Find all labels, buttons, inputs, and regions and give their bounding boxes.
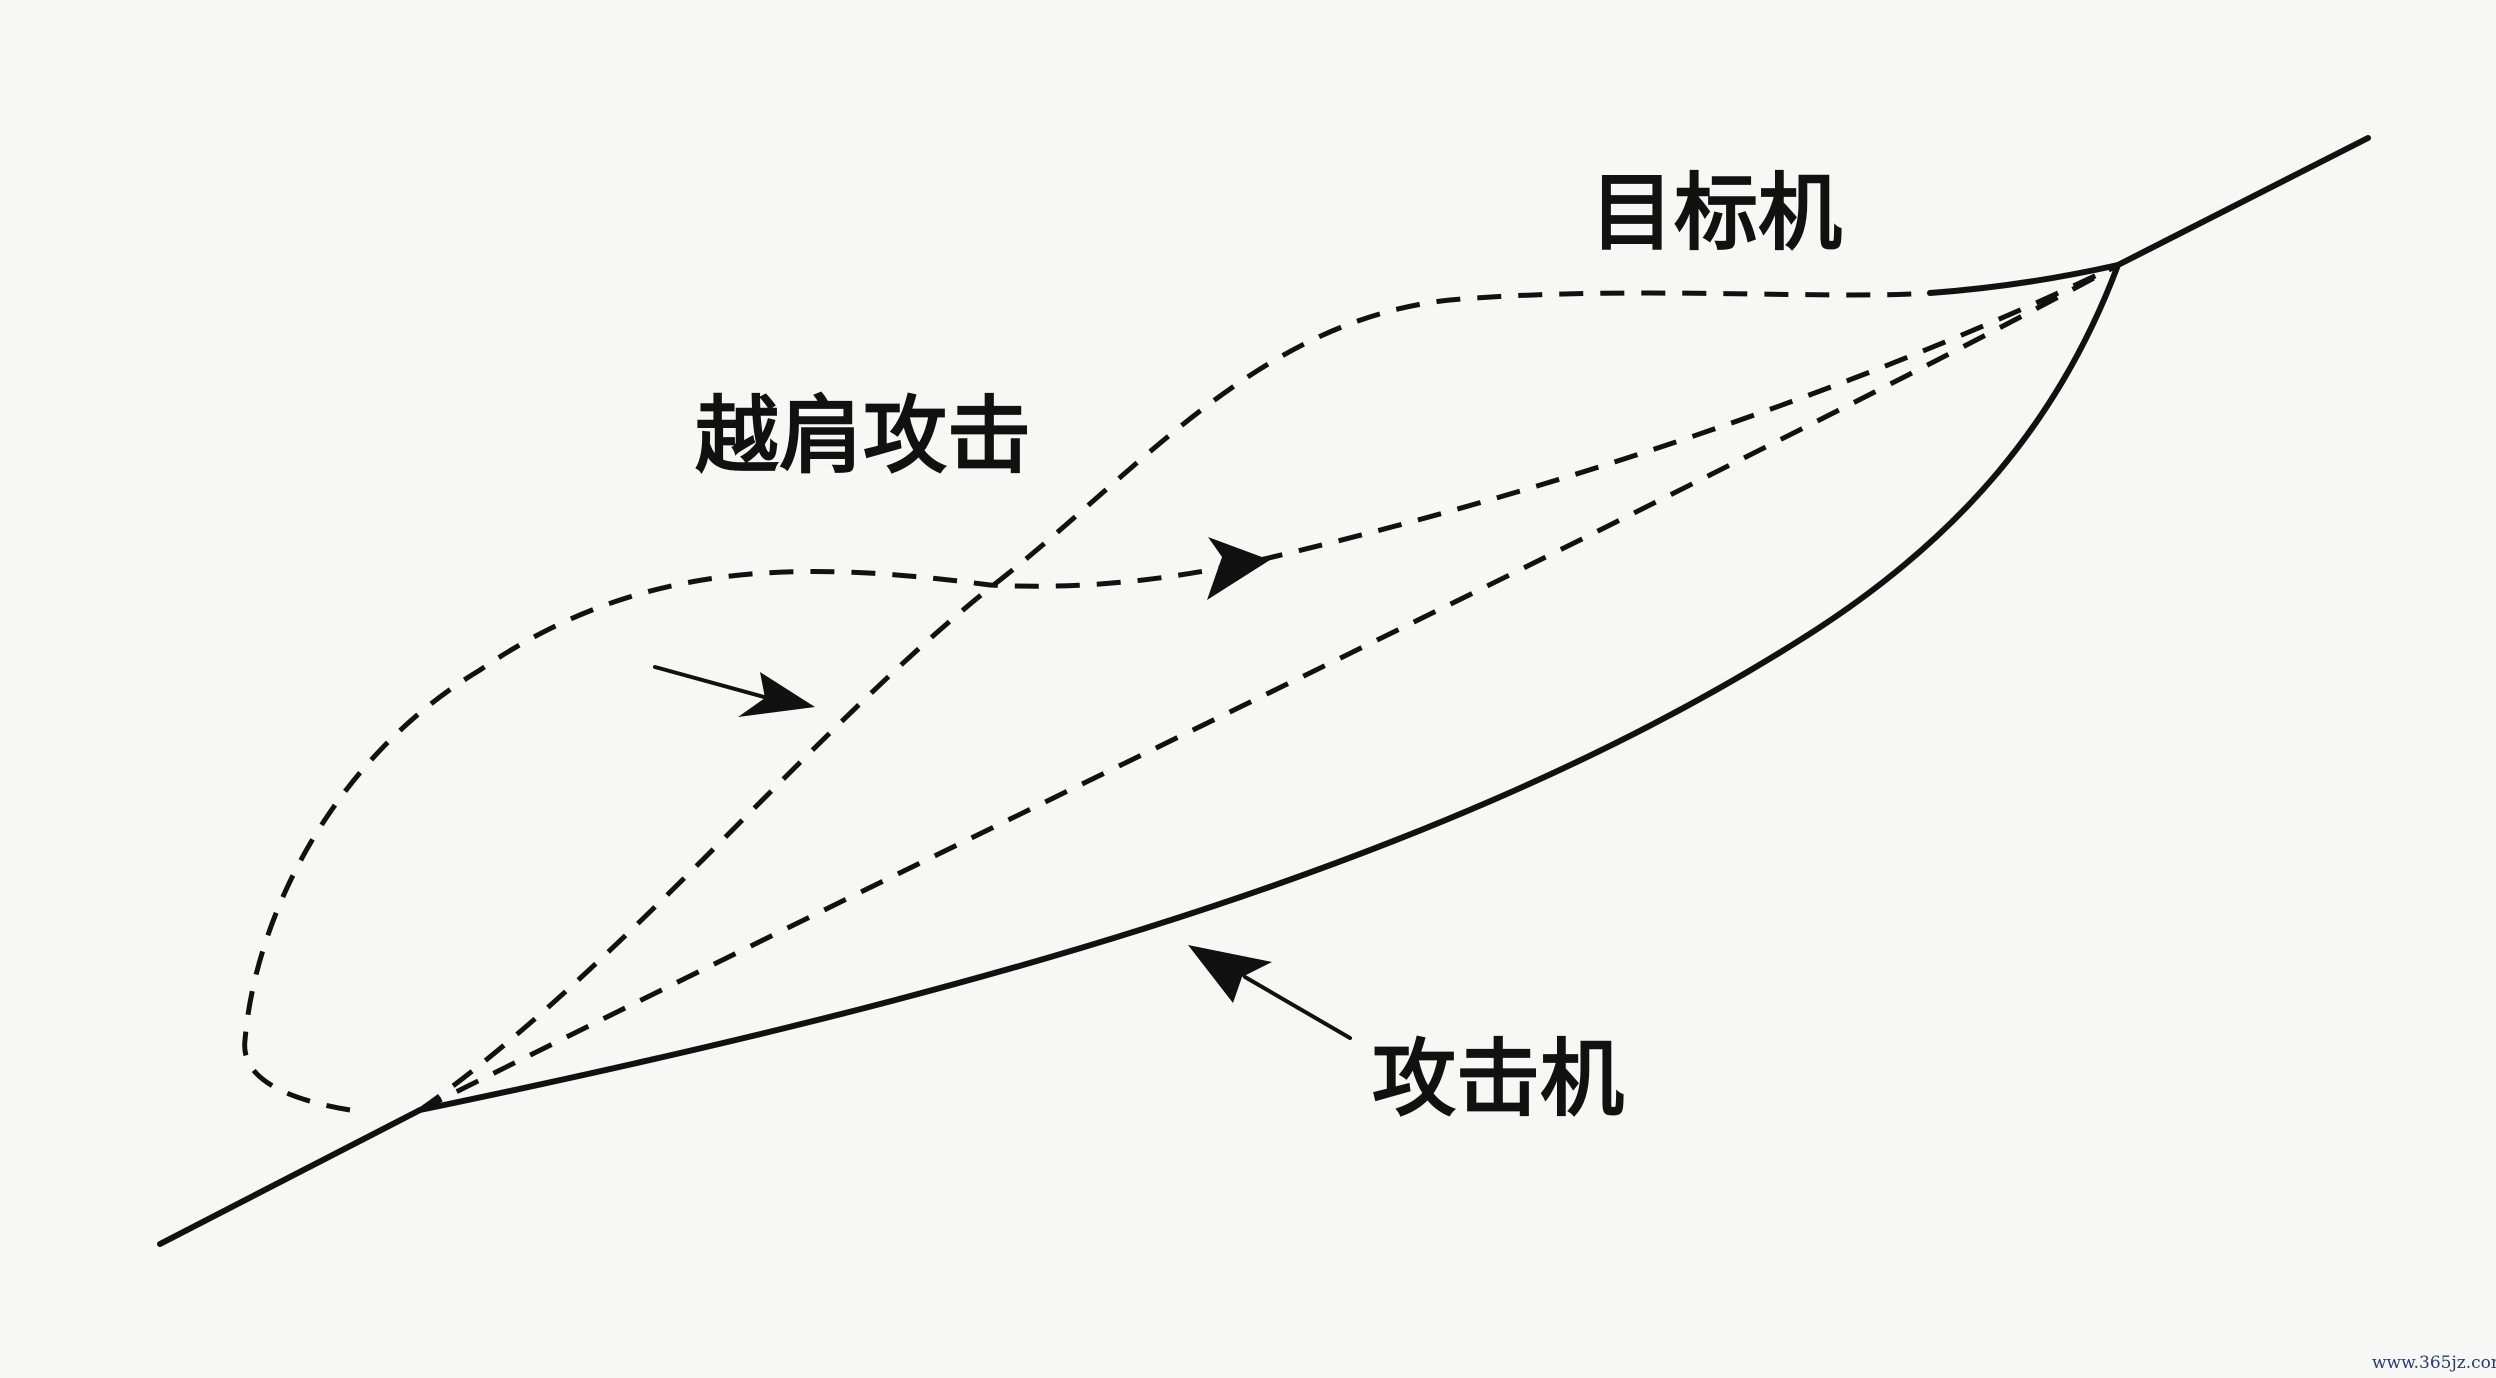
dashed-loop-path xyxy=(242,262,2120,1113)
loop-path-arrowhead xyxy=(1207,537,1270,600)
attacker-aircraft-label: 攻击机 xyxy=(1372,1030,1624,1128)
overshoulder-attack-label: 越肩攻击 xyxy=(695,387,1031,485)
target-path-line xyxy=(2115,135,2371,268)
watermark-text: www.365jz.com xyxy=(2372,1353,2496,1373)
crossing-arrowhead xyxy=(738,672,815,717)
attacker-trajectory xyxy=(417,262,2121,1113)
dashed-overshoulder-path xyxy=(418,290,1931,1113)
attacker-pointer-arrowhead xyxy=(1188,945,1272,1003)
attacker-approach-line xyxy=(157,1107,423,1247)
dashed-direct-path xyxy=(418,262,2120,1113)
target-aircraft-label: 目标机 xyxy=(1590,164,1842,262)
crossing-arrow-shaft xyxy=(653,665,777,702)
target-curve xyxy=(1927,262,2121,296)
attacker-pointer-shaft xyxy=(1243,975,1352,1040)
